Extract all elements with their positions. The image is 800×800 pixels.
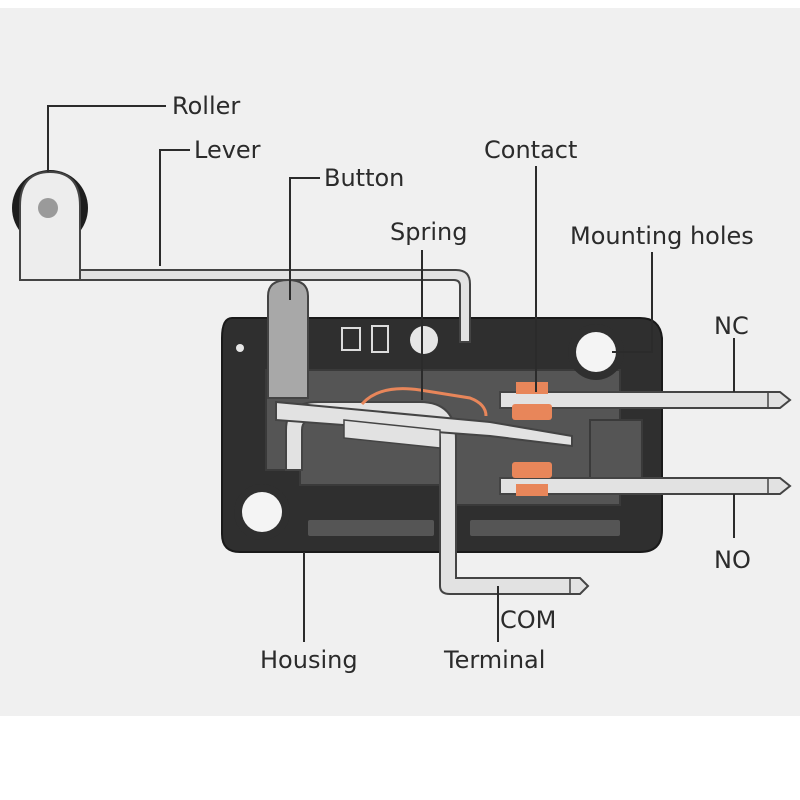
housing-slot — [308, 520, 434, 536]
label-contact: Contact — [484, 136, 577, 164]
contact-upper — [512, 382, 552, 420]
roller — [12, 170, 88, 281]
label-terminal: Terminal — [443, 646, 545, 674]
button-plunger — [267, 278, 309, 399]
label-mounting-holes: Mounting holes — [570, 222, 754, 250]
spring — [360, 387, 488, 417]
housing-slot — [470, 520, 620, 536]
moving-blade — [275, 400, 573, 449]
leader-lines — [47, 105, 735, 642]
label-button: Button — [324, 164, 404, 192]
label-roller: Roller — [172, 92, 240, 120]
label-no: NO — [714, 546, 751, 574]
contact-lower — [512, 462, 552, 496]
label-nc: NC — [714, 312, 749, 340]
label-com: COM — [500, 606, 556, 634]
label-lever: Lever — [194, 136, 261, 164]
label-housing: Housing — [260, 646, 358, 674]
mounting-hole-top — [568, 324, 624, 380]
no-terminal — [499, 477, 792, 495]
mounting-hole-bottom — [234, 484, 290, 540]
label-spring: Spring — [390, 218, 467, 246]
lever — [79, 269, 471, 343]
small-hole-top — [410, 326, 438, 354]
